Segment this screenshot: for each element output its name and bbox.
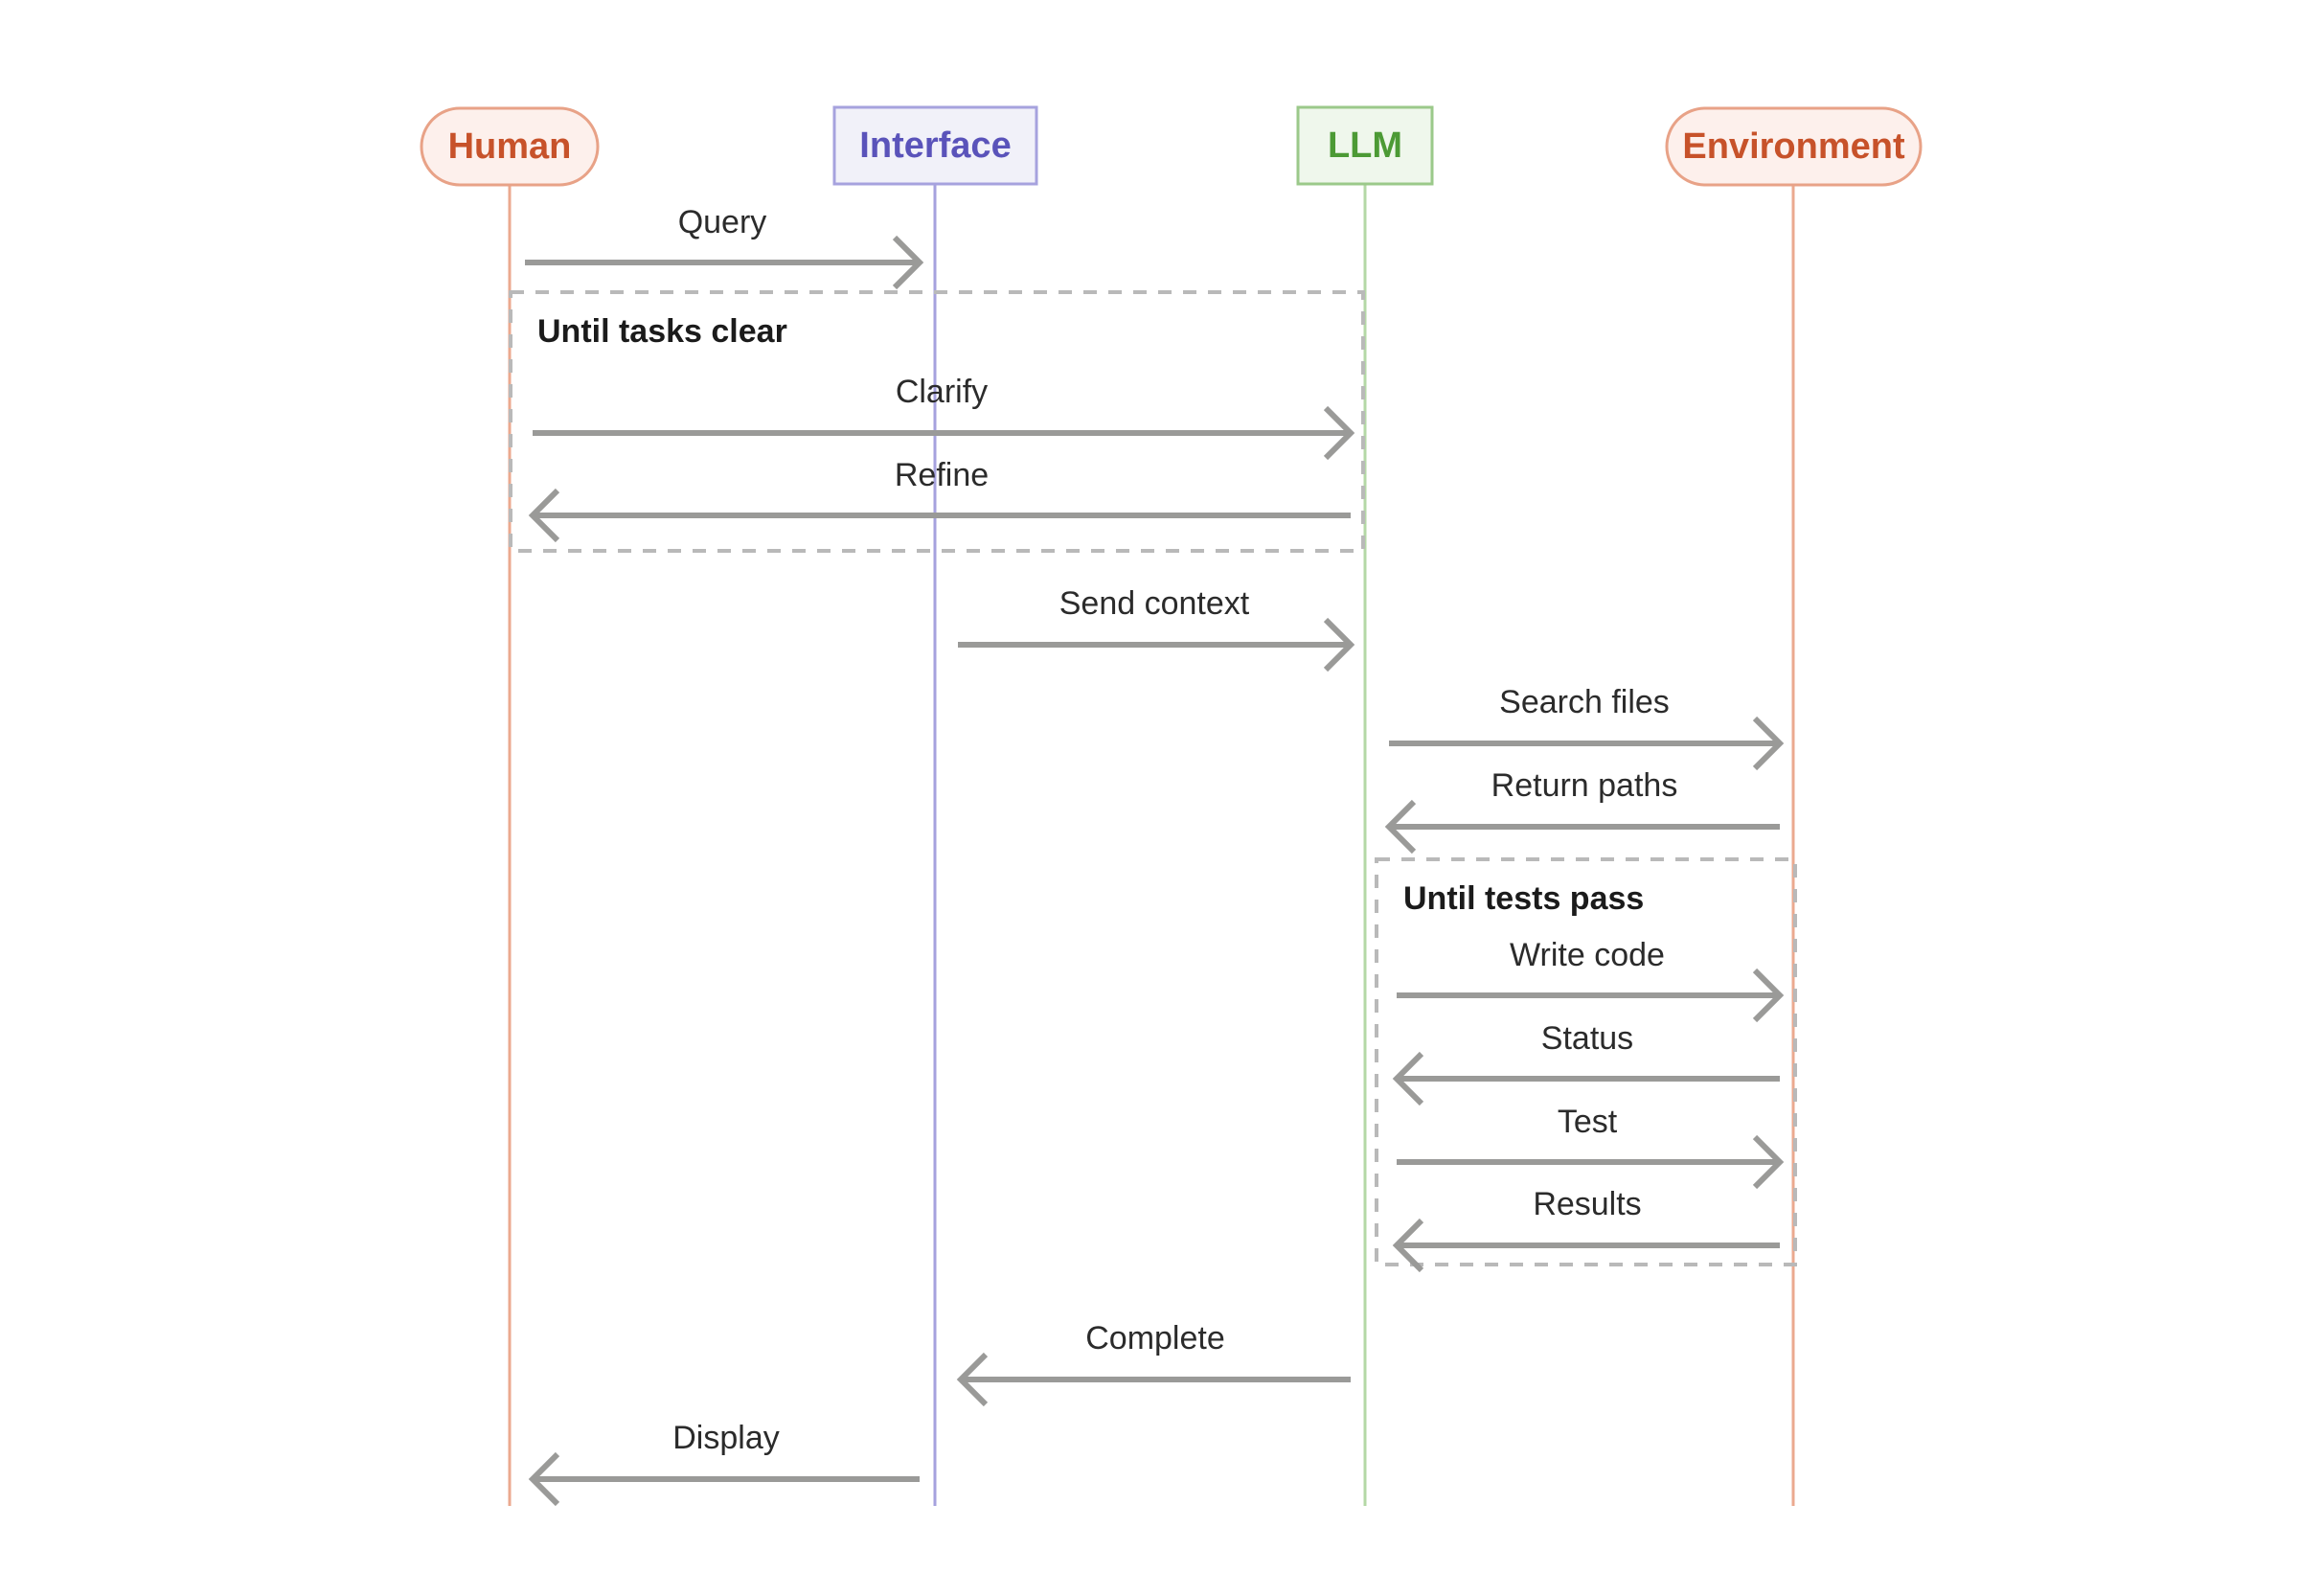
msg-complete-arrowhead [956, 1352, 989, 1407]
msg-clarify-label: Clarify [896, 374, 988, 410]
msg-return-paths-label: Return paths [1491, 767, 1678, 804]
participant-environment-box[interactable] [1665, 106, 1923, 187]
msg-write-code-arrowhead [1752, 968, 1785, 1023]
participant-interface-box[interactable] [832, 105, 1038, 186]
msg-test: Test [1397, 1104, 1785, 1190]
msg-test-label: Test [1558, 1104, 1618, 1140]
participant-human-label: Human [448, 126, 572, 167]
loop-until-tests-pass-border [1375, 857, 1797, 1266]
msg-status: Status [1392, 1020, 1780, 1106]
msg-clarify: Clarify [533, 374, 1355, 461]
msg-status-arrowhead [1392, 1051, 1424, 1106]
msg-search-files: Search files [1389, 684, 1785, 771]
participant-llm-label: LLM [1328, 125, 1402, 166]
participant-interface-label: Interface [859, 125, 1011, 166]
loop-until-tests-pass-label: Until tests pass [1403, 880, 1644, 917]
participant-environment-label: Environment [1682, 126, 1905, 167]
participant-llm-box[interactable] [1296, 105, 1434, 186]
participant-interface[interactable]: Interface [832, 105, 1038, 186]
loop-until-tasks-clear-label: Until tasks clear [537, 313, 787, 350]
participant-llm[interactable]: LLM [1296, 105, 1434, 186]
msg-results-arrowhead [1392, 1218, 1424, 1273]
msg-write-code-label: Write code [1510, 937, 1665, 973]
msg-search-files-label: Search files [1499, 684, 1670, 720]
msg-refine: Refine [528, 457, 1351, 543]
msg-return-paths-arrowhead [1384, 799, 1417, 855]
msg-write-code: Write code [1397, 937, 1785, 1023]
msg-display: Display [528, 1420, 920, 1507]
msg-search-files-arrowhead [1752, 716, 1785, 771]
participant-environment[interactable]: Environment [1665, 106, 1923, 187]
msg-results-label: Results [1533, 1186, 1641, 1222]
participants-layer: Human Interface LLM Environment [420, 105, 1923, 187]
msg-query: Query [525, 204, 924, 290]
participant-human-box[interactable] [420, 106, 600, 187]
msg-display-arrowhead [528, 1451, 560, 1507]
msg-send-context-arrowhead [1323, 617, 1355, 673]
msg-status-label: Status [1541, 1020, 1633, 1057]
msg-complete: Complete [956, 1320, 1351, 1407]
loop-until-tasks-clear-border [509, 290, 1365, 553]
msg-query-label: Query [678, 204, 767, 240]
lifelines-layer [508, 185, 1795, 1506]
msg-refine-arrowhead [528, 488, 560, 543]
msg-query-arrowhead [892, 235, 924, 290]
participant-human[interactable]: Human [420, 106, 600, 187]
msg-return-paths: Return paths [1384, 767, 1780, 855]
msg-send-context-label: Send context [1059, 585, 1250, 622]
msg-display-label: Display [672, 1420, 779, 1456]
msg-results: Results [1392, 1186, 1780, 1273]
msg-complete-label: Complete [1085, 1320, 1225, 1357]
msg-send-context: Send context [958, 585, 1355, 673]
msg-refine-label: Refine [895, 457, 989, 493]
msg-clarify-arrowhead [1323, 405, 1355, 461]
msg-test-arrowhead [1752, 1134, 1785, 1190]
